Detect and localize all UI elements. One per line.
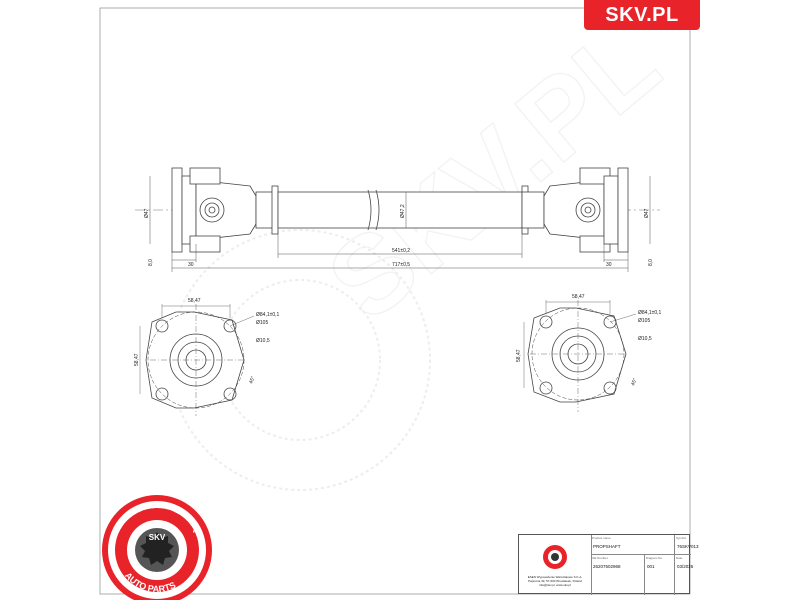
flange-left-hole: Ø10,5 bbox=[256, 338, 270, 344]
field-value: 03/2025 bbox=[677, 564, 694, 569]
field-label: Diagram No. bbox=[646, 556, 663, 560]
field-date: Date 03/2025 bbox=[675, 555, 694, 595]
company-line-1: ESEN Wyposażenie Warsztatowe S.K.A. bbox=[527, 575, 583, 579]
field-label: Symbol bbox=[676, 536, 687, 540]
flange-right-bolt-circle: Ø84,1±0,1 bbox=[638, 310, 662, 316]
field-label: OE Number bbox=[592, 556, 608, 560]
field-label: Date bbox=[676, 556, 683, 560]
flange-left-angle: 45° bbox=[248, 376, 256, 385]
field-oe-number: OE Number 26207502968 bbox=[591, 555, 645, 595]
title-block: ESEN Wyposażenie Warsztatowe S.K.A. Papr… bbox=[518, 534, 699, 595]
flange-left-pilot: Ø105 bbox=[256, 320, 268, 326]
left-end-label: 30 bbox=[188, 262, 194, 268]
flange-view-right-text: 58,47 58,47 Ø84,1±0,1 Ø105 Ø10,5 45° bbox=[516, 294, 662, 387]
left-small-label: 8,0 bbox=[148, 259, 154, 266]
flange-view-right bbox=[523, 300, 637, 412]
title-block-company: ESEN Wyposażenie Warsztatowe S.K.A. Papr… bbox=[519, 535, 592, 595]
field-diagram-no: Diagram No. 001 bbox=[645, 555, 675, 595]
flange-right-hole: Ø10,5 bbox=[638, 336, 652, 342]
flange-left-bolt-circle: Ø84,1±0,1 bbox=[256, 312, 280, 318]
field-symbol: Symbol 76SKV013 bbox=[675, 535, 699, 555]
overall-length-label: 717±0,5 bbox=[392, 262, 410, 268]
field-value: 001 bbox=[647, 564, 655, 569]
field-value: 26207502968 bbox=[593, 564, 621, 569]
field-value: 76SKV013 bbox=[677, 544, 699, 549]
field-label: Product name bbox=[592, 536, 611, 540]
seal-gear-icon bbox=[140, 532, 174, 565]
flange-left-height: 58,47 bbox=[134, 353, 140, 366]
right-end-label: 30 bbox=[606, 262, 612, 268]
yoke-left-diameter-label: Ø47 bbox=[144, 208, 150, 218]
right-flange bbox=[617, 167, 629, 253]
field-value: PROPSHAFT bbox=[593, 544, 621, 549]
company-address: ESEN Wyposażenie Warsztatowe S.K.A. Papr… bbox=[519, 575, 591, 587]
yoke-right-diameter-label: Ø47 bbox=[644, 208, 650, 218]
flange-view-left bbox=[139, 304, 255, 416]
brand-badge[interactable]: SKV.PL bbox=[584, 0, 700, 30]
drawing-frame bbox=[99, 7, 691, 595]
seal-center-text: SKV bbox=[149, 533, 166, 542]
field-product-name: Product name PROPSHAFT bbox=[591, 535, 675, 555]
flange-right-angle: 45° bbox=[630, 378, 638, 387]
tube-length-label: 541±0,2 bbox=[392, 248, 410, 254]
company-logo-icon bbox=[543, 545, 567, 569]
flange-right-pilot: Ø105 bbox=[638, 318, 650, 324]
flange-right-height: 58,47 bbox=[516, 349, 522, 362]
company-line-2: Paprotna 49, 57-600 Wrocławek, Poland bbox=[528, 579, 582, 583]
side-dimension-text: 717±0,5 541±0,2 30 30 8,0 8,0 Ø47,2 Ø47 … bbox=[144, 204, 654, 268]
tube-diameter-label: Ø47,2 bbox=[400, 204, 406, 218]
flange-left-width: 58,47 bbox=[188, 298, 201, 304]
side-dimensions bbox=[149, 176, 651, 272]
flange-right-width: 58,47 bbox=[572, 294, 585, 300]
shaft-tube bbox=[277, 191, 523, 229]
quality-seal: AFTERMARKET PRICE · OE QUALITY · AUTO PA… bbox=[0, 0, 212, 600]
flange-view-left-text: 58,47 58,47 Ø84,1±0,1 Ø105 Ø10,5 45° bbox=[134, 298, 280, 385]
company-line-3: info@skv.pl, www.skv.pl bbox=[539, 583, 571, 587]
left-flange bbox=[171, 167, 183, 253]
right-small-label: 8,0 bbox=[648, 259, 654, 266]
propshaft-side-view bbox=[171, 167, 629, 253]
seal-ring-text: AFTERMARKET PRICE · OE QUALITY · bbox=[0, 0, 206, 550]
